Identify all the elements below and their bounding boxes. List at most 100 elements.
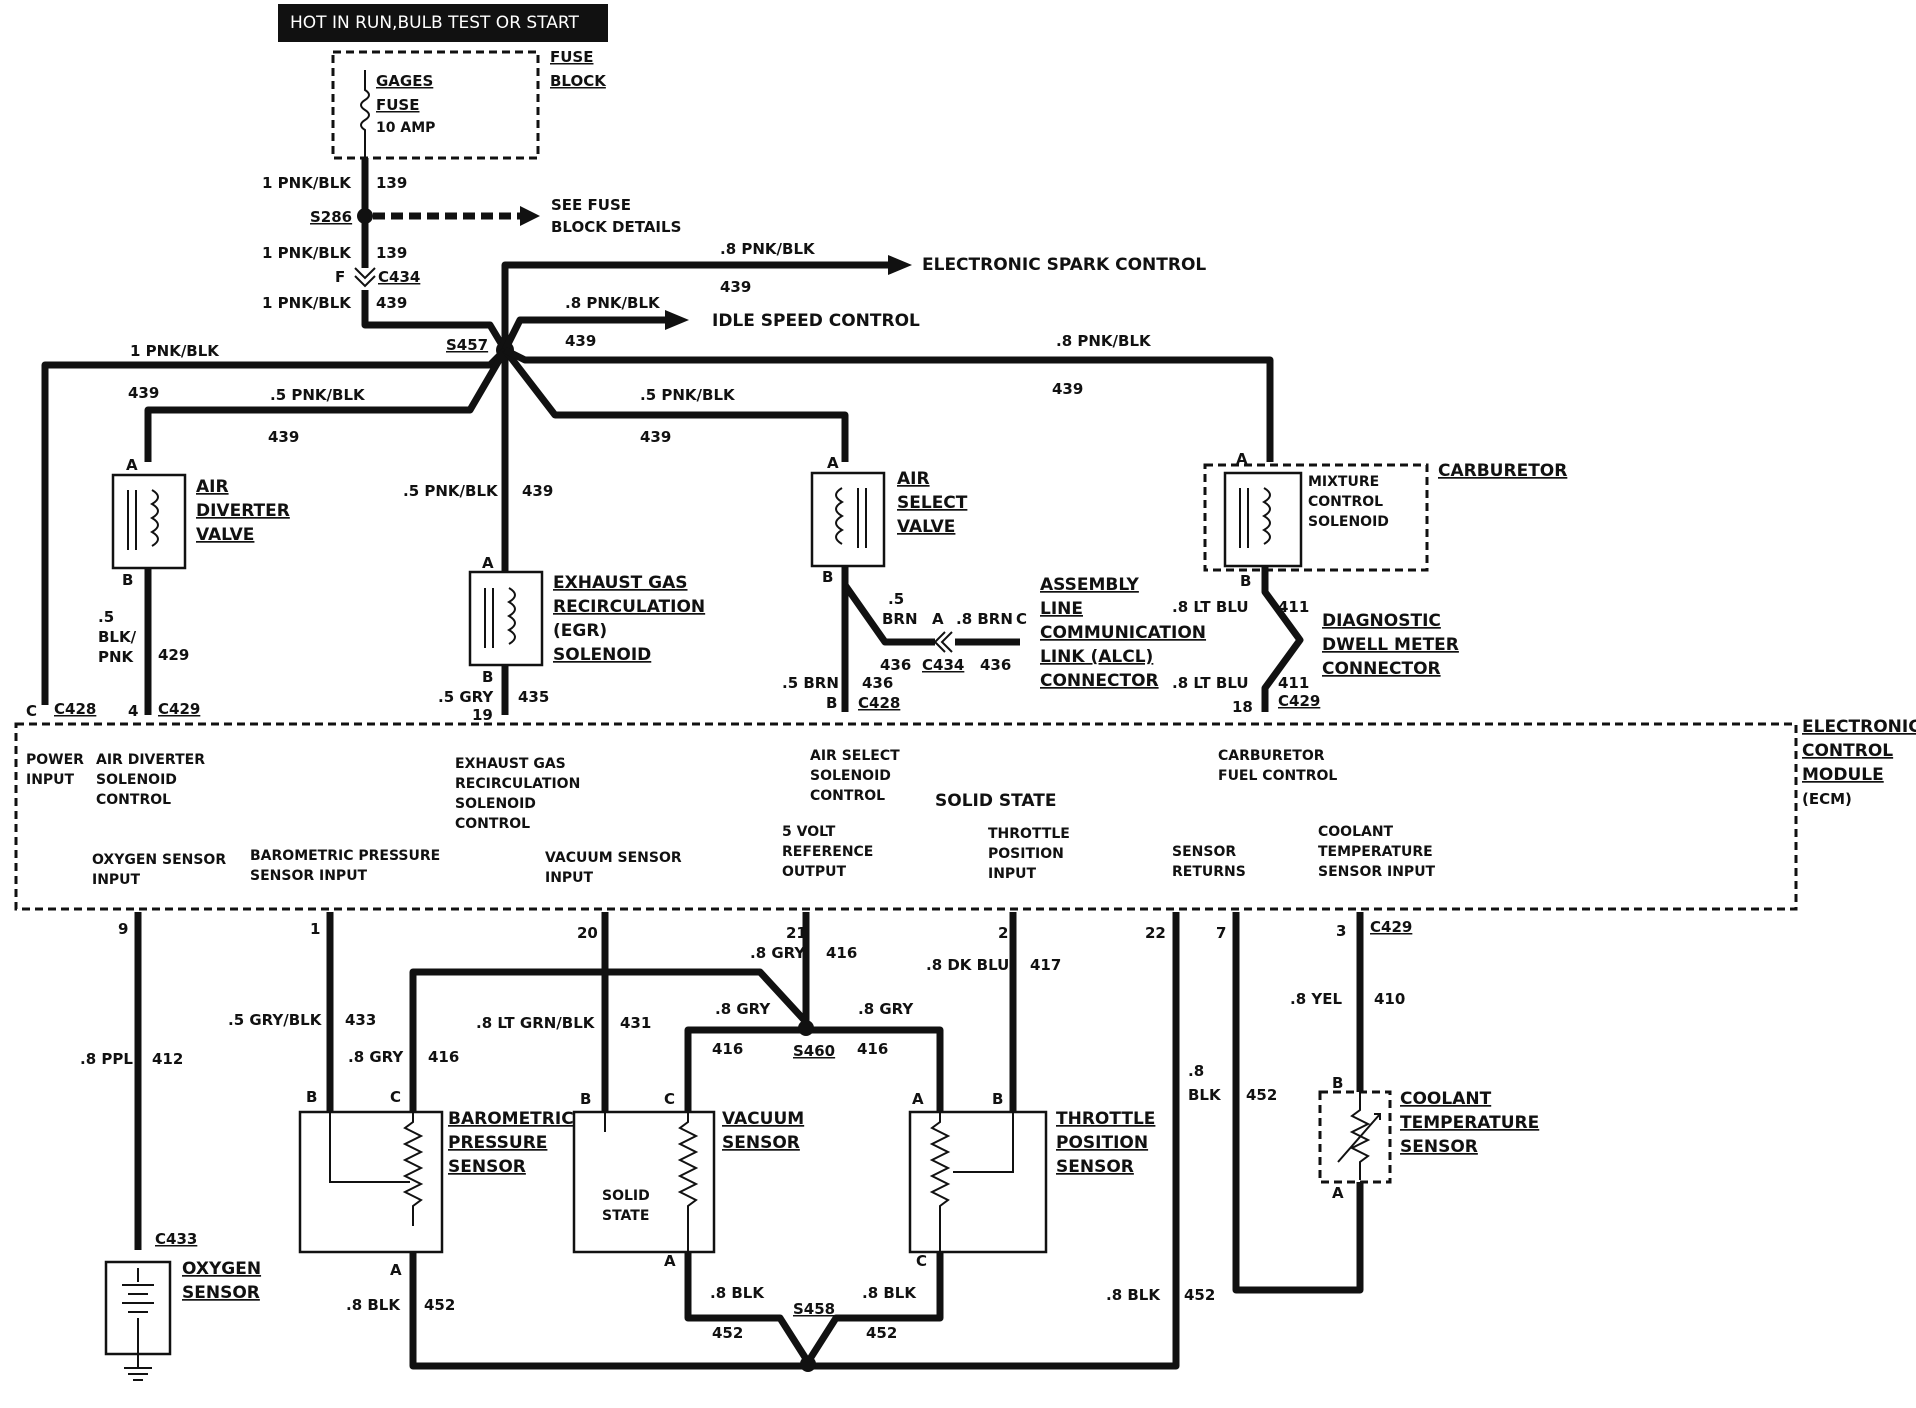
wire-439-feed <box>361 290 509 352</box>
circuit-436-c: 436 <box>862 674 893 692</box>
esc-arrow-icon <box>888 255 912 275</box>
connector-c433-label: C433 <box>155 1230 197 1248</box>
wire-air-select <box>502 347 849 462</box>
wire-417-label: .8 DK BLU <box>926 956 1009 974</box>
wire-412-label: .8 PPL <box>80 1050 133 1068</box>
circuit-433: 433 <box>345 1011 376 1029</box>
pin-a-tps: A <box>912 1090 924 1108</box>
ecm-airsel-1: AIR SELECT <box>810 748 900 764</box>
wire-429-label-3: PNK <box>98 648 135 666</box>
circuit-439-isc: 439 <box>565 332 596 350</box>
wire-label-1pnkblk-b: 1 PNK/BLK <box>262 244 352 262</box>
header-bar <box>278 4 608 42</box>
connector-c429-carb: C429 <box>1278 692 1320 710</box>
mixture-coil-icon <box>1239 487 1271 548</box>
fuse-name-1: GAGES <box>376 72 433 90</box>
circuit-436-b: 436 <box>980 656 1011 674</box>
pin-2: 2 <box>998 924 1008 942</box>
wire-416-baro-label: .8 GRY <box>348 1048 404 1066</box>
pin-b-cool: B <box>1332 1074 1343 1092</box>
pin-b-airsel: B <box>822 568 833 586</box>
wire-label-isc: .8 PNK/BLK <box>565 294 661 312</box>
circuit-411-a: 411 <box>1278 598 1309 616</box>
ecm-label-2: CONTROL <box>1802 741 1893 761</box>
pin-19: 19 <box>472 706 493 724</box>
wire-452-tps-label: .8 BLK <box>862 1284 917 1302</box>
wire-label-1pnkblk-c: 1 PNK/BLK <box>262 294 352 312</box>
wire-452-right-label: .8 BLK <box>1106 1286 1161 1304</box>
pin-c-power: C <box>26 702 37 720</box>
pin-a-c434: A <box>932 610 944 628</box>
alcl-label-3: COMMUNICATION <box>1040 623 1206 643</box>
tps-box <box>908 1110 1048 1254</box>
wire-416-baro <box>409 912 810 1112</box>
wire-416-s460 <box>684 1026 944 1112</box>
pin-b-tps: B <box>992 1090 1003 1108</box>
air-diverter-coil-icon <box>127 489 159 550</box>
pin-9: 9 <box>118 920 128 938</box>
vacuum-label-1: VACUUM <box>722 1109 804 1129</box>
oxygen-label-1: OXYGEN <box>182 1259 261 1279</box>
connector-c428-left: C428 <box>54 700 96 718</box>
wire-416-top-label: .8 GRY <box>750 944 806 962</box>
connector-c428-mid: C428 <box>858 694 900 712</box>
circuit-416-top: 416 <box>826 944 857 962</box>
carburetor-box <box>1203 463 1429 572</box>
pin-20: 20 <box>577 924 598 942</box>
mixture-label-2: CONTROL <box>1308 494 1383 510</box>
pin-21: 21 <box>786 924 807 942</box>
ecm-power-2: INPUT <box>26 772 75 788</box>
baro-label-3: SENSOR <box>448 1157 526 1177</box>
wire-isc <box>501 316 665 352</box>
wire-brn5a-1: .5 <box>888 590 904 608</box>
air-select-label-1: AIR <box>897 469 930 489</box>
ecm-ref-2: REFERENCE <box>782 844 873 860</box>
circuit-412: 412 <box>152 1050 183 1068</box>
ecm-cool-1: COOLANT <box>1318 824 1394 840</box>
pin-a-airdiv: A <box>126 456 138 474</box>
fuse-name-2: FUSE <box>376 96 419 114</box>
mixture-solenoid-box <box>1223 471 1303 568</box>
ecm-cool-2: TEMPERATURE <box>1318 844 1433 860</box>
tps-resistor-icon <box>929 1112 1014 1266</box>
ecm-egr-2: RECIRCULATION <box>455 776 580 792</box>
barometric-resistor-icon <box>329 1112 424 1226</box>
circuit-439-b: 439 <box>128 384 159 402</box>
baro-label-1: BAROMETRIC <box>448 1109 574 1129</box>
pin-c-vac: C <box>664 1090 675 1108</box>
ecm-carb-2: FUEL CONTROL <box>1218 768 1337 784</box>
pin-1: 1 <box>310 920 320 938</box>
ecm-ref-3: OUTPUT <box>782 864 846 880</box>
egr-solenoid-box <box>468 570 544 667</box>
pin-4: 4 <box>128 702 138 720</box>
circuit-439-a: 439 <box>376 294 407 312</box>
ecm-egr-1: EXHAUST GAS <box>455 756 566 772</box>
coolant-label-1: COOLANT <box>1400 1089 1492 1109</box>
pin-b-mixture: B <box>1240 572 1251 590</box>
ecm-airdiv-2: SOLENOID <box>96 772 177 788</box>
ecm-airsel-2: SOLENOID <box>810 768 891 784</box>
pin-a-baro: A <box>390 1261 402 1279</box>
ecm-power-1: POWER <box>26 752 84 768</box>
pin-22: 22 <box>1145 924 1166 942</box>
circuit-416-left: 416 <box>712 1040 743 1058</box>
wire-411 <box>1261 566 1304 712</box>
wire-brn8: .8 BRN <box>956 610 1013 628</box>
splice-s286-dot <box>357 208 373 224</box>
pin-b-c428: B <box>826 694 837 712</box>
circuit-439-d: 439 <box>522 482 553 500</box>
ecm-o2-1: OXYGEN SENSOR <box>92 852 226 868</box>
air-diverter-label-1: AIR <box>196 477 229 497</box>
wire-carburetor <box>503 346 1274 462</box>
coolant-label-3: SENSOR <box>1400 1137 1478 1157</box>
pin-7: 7 <box>1216 924 1226 942</box>
ecm-egr-3: SOLENOID <box>455 796 536 812</box>
wire-452-coolant <box>1232 912 1364 1294</box>
wire-ltblu-b: .8 LT BLU <box>1172 674 1249 692</box>
ecm-box <box>14 722 1798 911</box>
vacuum-label-2: SENSOR <box>722 1133 800 1153</box>
pin-3: 3 <box>1336 922 1346 940</box>
wire-brn5: .5 BRN <box>782 674 839 692</box>
wire-433-label: .5 GRY/BLK <box>228 1011 323 1029</box>
ecm-carb-1: CARBURETOR <box>1218 748 1325 764</box>
